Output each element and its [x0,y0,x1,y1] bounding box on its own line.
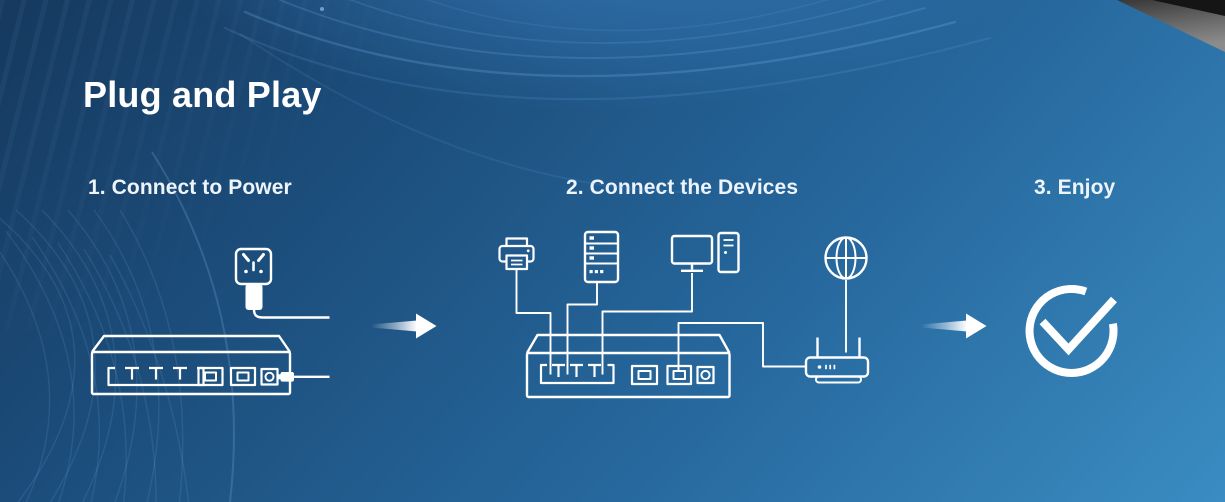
desktop-computer-icon [670,231,740,274]
printer-icon [498,237,535,271]
network-switch-icon [90,334,292,396]
wifi-router-icon [804,337,870,384]
power-outlet-icon [234,247,273,286]
background-mesh-lines [0,151,235,502]
step1-illustration [90,247,330,396]
network-switch-icon [525,333,731,399]
internet-globe-icon [824,236,868,280]
arrow-step2-to-step3 [921,313,987,339]
power-cable [252,308,330,319]
ethernet-cables [515,269,847,375]
step-2-label: 2. Connect the Devices [566,176,799,199]
step-3-label: 3. Enjoy [1034,176,1116,199]
arrow-step1-to-step2 [371,313,437,339]
screen-bezel-corner-icon [1117,0,1225,52]
power-adapter-icon [245,284,330,319]
server-icon [583,230,620,284]
page-title: Plug and Play [83,74,322,116]
background-swoosh-lines [223,0,992,194]
power-plug-icon [277,372,330,382]
step2-illustration [498,230,870,399]
step-1-label: 1. Connect to Power [88,176,292,199]
check-circle-icon [1025,284,1118,377]
